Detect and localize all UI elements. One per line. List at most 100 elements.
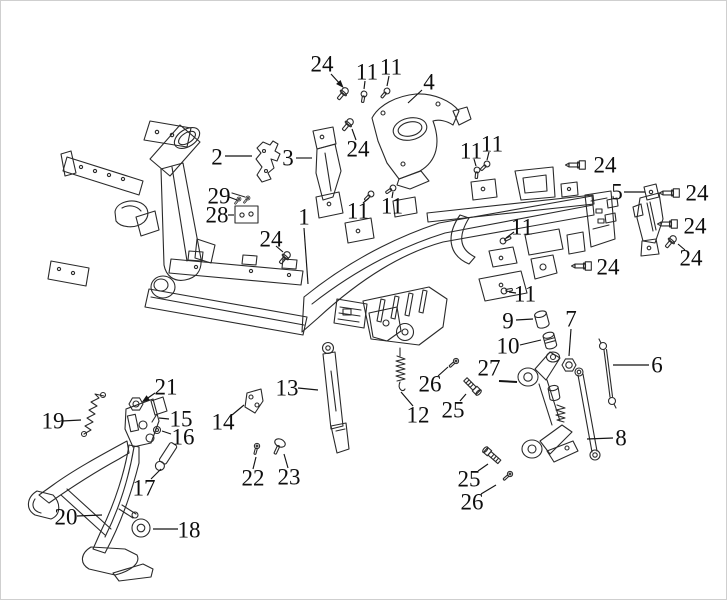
callout-leader-14 xyxy=(231,404,245,416)
linkage-27 xyxy=(517,351,579,463)
bolt-24-icon xyxy=(662,233,679,251)
callout-leader-22 xyxy=(252,456,257,470)
screw-26-icon xyxy=(501,469,515,483)
pin-17 xyxy=(154,442,178,471)
callout-label-26: 26 xyxy=(461,490,484,515)
callout-label-24: 24 xyxy=(347,137,371,162)
callout-label-11: 11 xyxy=(381,194,403,219)
callout-label-10: 10 xyxy=(497,334,520,359)
roller-18 xyxy=(131,518,151,538)
callout-label-11: 11 xyxy=(511,215,533,240)
head-tube xyxy=(149,124,201,177)
callout-label-11: 11 xyxy=(347,199,369,224)
callout-label-11: 11 xyxy=(380,55,402,80)
bracket-2 xyxy=(255,140,281,183)
callout-label-24: 24 xyxy=(686,181,710,206)
callout-label-2: 2 xyxy=(211,145,223,170)
callout-leader-29 xyxy=(228,196,238,201)
plate-28-29 xyxy=(231,192,259,224)
callout-leader-11 xyxy=(386,75,390,87)
seat-rail xyxy=(426,194,595,223)
callout-label-23: 23 xyxy=(278,465,301,490)
screw-29-icon xyxy=(232,195,243,206)
nut-7 xyxy=(561,358,577,372)
screw-22-icon xyxy=(251,442,261,456)
callout-label-25: 25 xyxy=(442,398,465,423)
callout-label-24: 24 xyxy=(260,227,284,252)
front-left-rail xyxy=(62,156,144,196)
cover-bracket-4 xyxy=(371,93,472,190)
callout-label-19: 19 xyxy=(42,409,65,434)
callout-leader-24 xyxy=(275,245,284,253)
screw-11-icon xyxy=(500,286,514,295)
callout-leader-1 xyxy=(303,227,309,285)
screw-26-icon xyxy=(447,356,461,370)
callout-leader-17 xyxy=(150,468,162,480)
callout-leader-26 xyxy=(480,484,497,495)
callout-leader-4 xyxy=(407,89,423,104)
front-hook-bracket xyxy=(114,200,149,228)
callout-leader-25 xyxy=(459,393,467,402)
plate-28 xyxy=(234,205,259,224)
callout-label-20: 20 xyxy=(55,505,78,530)
callout-label-24: 24 xyxy=(311,52,335,77)
callout-label-29: 29 xyxy=(208,184,231,209)
callout-label-3: 3 xyxy=(282,146,294,171)
callout-leader-13 xyxy=(297,387,319,391)
nut-21 xyxy=(128,397,144,411)
screw-11-icon xyxy=(359,90,368,104)
callout-label-11: 11 xyxy=(481,132,503,157)
screw-11-icon xyxy=(472,166,481,180)
bolt-25-icon xyxy=(481,445,503,466)
callout-leader-11 xyxy=(391,191,394,199)
callout-label-27: 27 xyxy=(478,356,501,381)
bolt-24-icon xyxy=(658,188,680,198)
side-stand-13 xyxy=(321,341,350,454)
callout-label-26: 26 xyxy=(419,372,442,397)
callout-label-22: 22 xyxy=(242,466,265,491)
callout-leader-27 xyxy=(498,380,518,383)
callout-label-11: 11 xyxy=(514,282,536,307)
callout-leader-24 xyxy=(351,128,357,141)
rod-8 xyxy=(574,367,601,461)
bracket-5 xyxy=(632,183,664,257)
callout-label-11: 11 xyxy=(460,139,482,164)
callout-leader-23 xyxy=(283,453,289,469)
main-frame xyxy=(47,120,619,346)
center-stand-20 xyxy=(27,396,168,582)
rear-cap xyxy=(584,190,616,248)
callout-leader-11 xyxy=(362,197,370,204)
downtube xyxy=(160,162,202,281)
callout-label-7: 7 xyxy=(565,307,577,332)
spring-19 xyxy=(80,391,107,438)
callout-label-24: 24 xyxy=(680,246,704,271)
callout-label-14: 14 xyxy=(212,410,236,435)
bolt-23-icon xyxy=(273,438,286,455)
callout-arrowhead-21 xyxy=(141,395,150,403)
callout-label-18: 18 xyxy=(178,518,201,543)
spring-12 xyxy=(395,347,406,392)
spine-tube xyxy=(301,195,595,333)
callout-label-24: 24 xyxy=(684,214,708,239)
bolt-24-icon xyxy=(334,85,351,103)
callout-label-15: 15 xyxy=(170,407,193,432)
bushing-10 xyxy=(542,331,558,350)
callout-label-21: 21 xyxy=(155,375,178,400)
bolt-24-icon xyxy=(276,249,293,267)
rod-6 xyxy=(598,338,617,409)
bracket-14 xyxy=(244,388,264,414)
callout-leader-11 xyxy=(486,151,490,161)
floor-rail-lower xyxy=(144,288,308,336)
callout-leader-10 xyxy=(519,339,542,346)
callout-leader-9 xyxy=(515,318,534,321)
callout-label-4: 4 xyxy=(423,70,435,95)
callout-label-8: 8 xyxy=(615,426,627,451)
bracket-3 xyxy=(312,126,344,219)
callout-label-9: 9 xyxy=(502,309,514,334)
callout-label-12: 12 xyxy=(407,403,430,428)
tick-15 xyxy=(151,413,158,423)
callout-label-5: 5 xyxy=(611,180,623,205)
callout-leader-24 xyxy=(677,243,686,251)
